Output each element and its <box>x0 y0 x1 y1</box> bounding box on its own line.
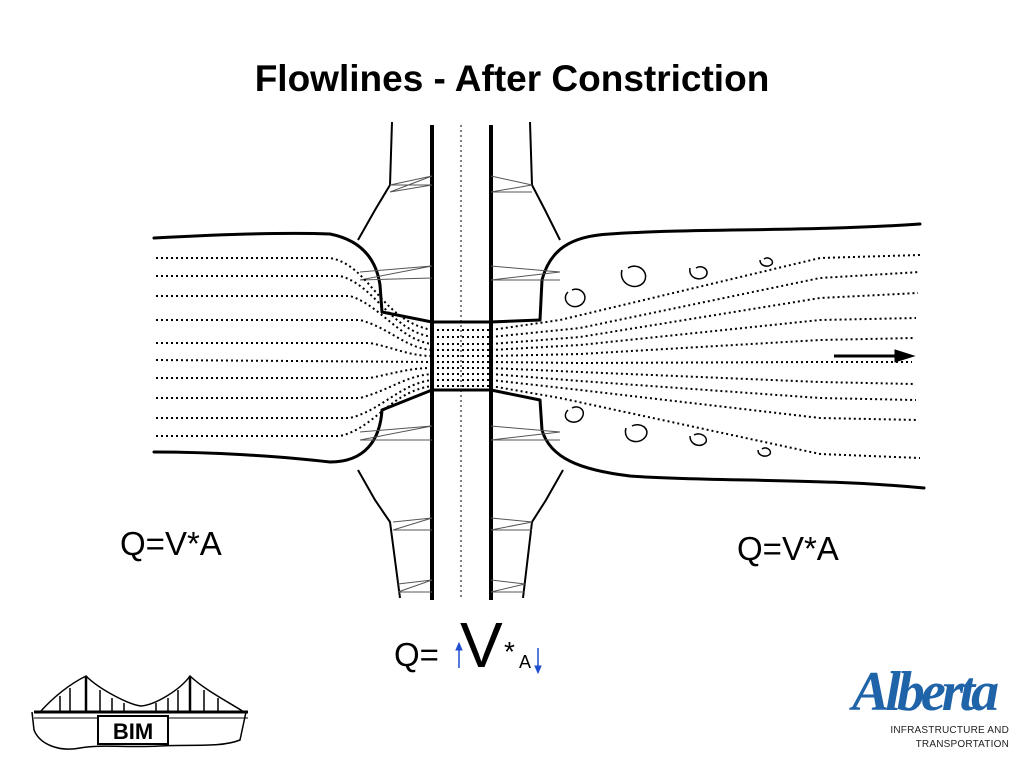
truss-right-4 <box>490 517 533 531</box>
truss-left-1 <box>389 175 433 193</box>
center-arrows <box>455 641 542 675</box>
upstream-flowlines <box>155 257 433 437</box>
center-equation-velocity: V <box>460 609 503 681</box>
truss-left-5 <box>397 579 433 593</box>
truss-left-3 <box>359 425 433 441</box>
center-equation-area: A <box>519 652 532 672</box>
truss-left-2 <box>359 265 433 281</box>
eddy-icon <box>759 257 774 267</box>
bridge-cable <box>39 674 245 713</box>
eddy-icon <box>689 433 708 447</box>
bim-label-box <box>97 715 169 745</box>
eddy-icon <box>689 265 708 280</box>
bridge <box>357 121 564 600</box>
eddy-icon <box>564 406 584 423</box>
page-title: Flowlines - After Constriction <box>254 58 770 99</box>
upstream-bottom-bank <box>152 408 384 464</box>
alberta-logo: Alberta INFRASTRUCTURE AND TRANSPORTATIO… <box>850 661 1015 764</box>
guardrail-truss <box>359 175 561 593</box>
bim-label: BIM <box>113 719 153 744</box>
downstream-bottom-bank <box>538 398 926 490</box>
eddies <box>564 257 774 457</box>
org-line-2: TRANSPORTATION <box>915 739 1009 750</box>
opening-flowlines <box>432 329 491 387</box>
truss-left-4 <box>392 517 433 531</box>
downstream-flowlines <box>490 254 921 459</box>
flow-direction-arrow <box>834 349 916 363</box>
left-embankment-top <box>357 121 393 241</box>
downstream-top-bank <box>538 222 922 322</box>
bim-logo: BIM <box>31 674 248 750</box>
center-equation-q: Q= <box>394 636 439 673</box>
constriction-equation: Q= V * A <box>394 606 554 686</box>
org-line-1: INFRASTRUCTURE AND <box>890 725 1009 736</box>
eddy-icon <box>620 265 647 288</box>
eddy-icon <box>624 424 648 443</box>
truss-right-2 <box>490 265 561 281</box>
downstream-equation: Q=V*A <box>737 530 839 567</box>
upstream-equation: Q=V*A <box>120 525 222 562</box>
truss-right-3 <box>490 425 561 441</box>
right-embankment-top <box>529 121 561 241</box>
alberta-wordmark: Alberta <box>852 661 999 723</box>
upstream-top-bank <box>152 231 384 314</box>
eddy-icon <box>757 447 772 457</box>
truss-right-1 <box>490 175 533 193</box>
right-embankment-bottom <box>522 469 564 599</box>
left-embankment-bottom <box>357 469 401 599</box>
center-equation-multiply: * <box>504 636 515 667</box>
eddy-icon <box>564 288 586 308</box>
truss-right-5 <box>490 579 526 593</box>
river-banks <box>152 222 926 490</box>
